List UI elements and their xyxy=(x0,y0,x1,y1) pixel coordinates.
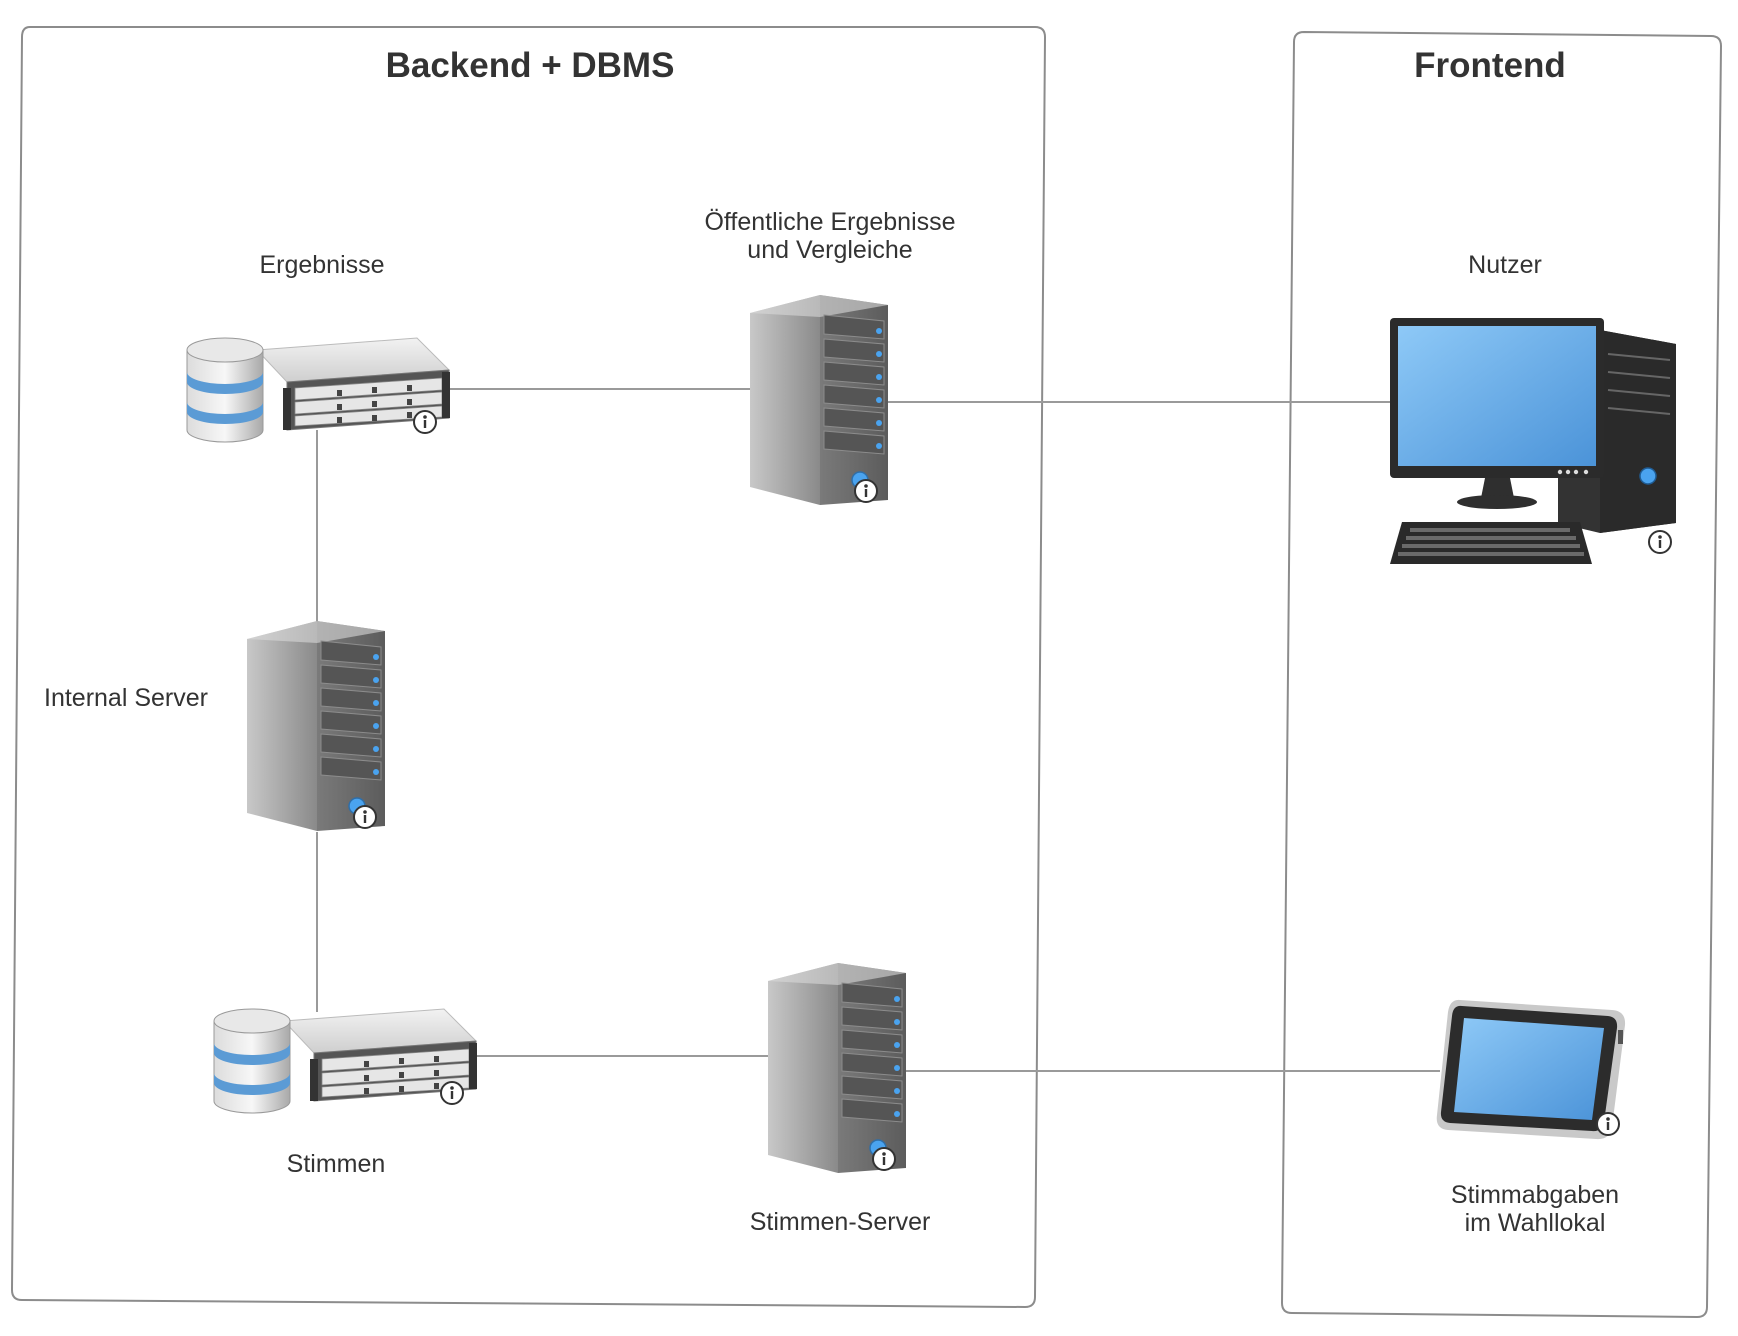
desktop-computer-icon[interactable] xyxy=(1390,318,1676,564)
stimmen-label: Stimmen xyxy=(286,1150,386,1178)
tablet-icon[interactable] xyxy=(1436,999,1626,1140)
frontend-group-title: Frontend xyxy=(1414,46,1566,85)
public-server-label: Öffentliche Ergebnisse und Vergleiche xyxy=(704,208,956,264)
backend-group-border xyxy=(10,26,1047,1309)
wahllokal-label: Stimmabgaben im Wahllokal xyxy=(1450,1181,1620,1237)
backend-group-title: Backend + DBMS xyxy=(385,46,675,85)
internal-server-label: Internal Server xyxy=(44,684,208,712)
ergebnisse-label: Ergebnisse xyxy=(259,251,385,279)
public-server-icon[interactable] xyxy=(749,294,889,506)
stimmen-server-icon[interactable] xyxy=(767,962,907,1174)
internal-server-icon[interactable] xyxy=(246,620,386,832)
frontend-group-border xyxy=(1280,30,1723,1319)
ergebnisse-database-icon[interactable] xyxy=(186,337,451,443)
stimmen-server-label: Stimmen-Server xyxy=(749,1208,931,1236)
stimmen-database-icon[interactable] xyxy=(213,1008,478,1114)
nutzer-label: Nutzer xyxy=(1468,251,1542,279)
